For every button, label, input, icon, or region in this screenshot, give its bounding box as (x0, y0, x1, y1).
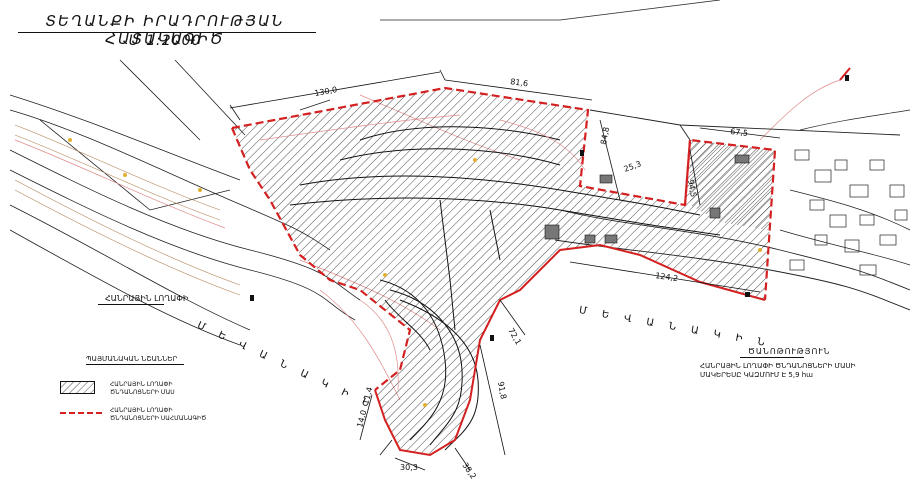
inner-contours (289, 126, 721, 451)
dim-11: 11,4 (361, 386, 374, 406)
area-label-underline (98, 304, 164, 305)
note-body: ՀԱՆՐԱՅԻՆ ԼՈՂԱՓԻ ԾՆԴԱՆՈՑՆԵՐԻ ՄԱՍԻ ՄԱԿԵՐԵՍ… (700, 362, 856, 379)
dim-130: 130,0 (314, 85, 338, 98)
note-title: ԾԱՆՈԹՈՒԹՅՈՒՆ (748, 347, 831, 356)
dimension-lines (229, 69, 781, 471)
dim-38: 38,2 (460, 461, 478, 480)
legend-hatch-swatch (60, 381, 95, 394)
area-label: ՀԱՆՐԱՅԻՆ ԼՈՂԱՓԻ (105, 294, 189, 303)
legend-title: ՊԱՅՄԱՆԱԿԱՆ ՆՇԱՆՆԵՐ (86, 355, 178, 363)
plan-title: ՏԵՂԱՆՔԻ ԻՐԱԴՐՈՒԹՅԱՆ ՀԱՏԱԿԱԳԻԾ (45, 12, 285, 48)
dim-124: 124,2 (655, 271, 679, 283)
title-underline (18, 32, 316, 33)
dim-81: 81,6 (510, 77, 529, 88)
dim-25: 25,3 (623, 159, 643, 174)
parcel-right (690, 140, 775, 230)
dim-91: 91,8 (496, 381, 508, 400)
parcel-main (232, 88, 775, 455)
dim-30: 30,3 (400, 463, 418, 472)
boundary-dashed (230, 86, 777, 391)
dim-72: 72,1 (506, 327, 523, 347)
legend-dashed-swatch (60, 412, 102, 414)
dim-14: 14,0 (355, 409, 368, 429)
buildings (544, 154, 750, 244)
inner-contours-pink (259, 114, 586, 391)
markers (250, 75, 849, 341)
yellow-points (68, 138, 762, 407)
plan-scale: Մ 1:2000 (128, 33, 202, 49)
settlement-blocks (779, 109, 911, 276)
dim-67: 67,5 (730, 127, 749, 138)
legend-item-hatch-label: ՀԱՆՐԱՅԻՆ ԼՈՂԱՓԻ ԾՆԴԱՆՈՑՆԵՐԻ ՄԱՍ (110, 381, 175, 396)
note-title-underline (740, 357, 804, 358)
contours-left (14, 124, 241, 296)
legend-item-boundary-label: ՀԱՆՐԱՅԻՆ ԼՈՂԱՓԻ ԾՆԴԱՆՈՑՆԵՐԻ ՍԱՀՄԱՆԱԳԻԾ (110, 407, 207, 422)
dim-94: 94,5 (686, 179, 698, 198)
boundary-solid (374, 67, 851, 457)
legend-title-underline (86, 364, 184, 365)
road-lines-left (9, 0, 721, 346)
dim-84: 84,8 (599, 126, 611, 145)
